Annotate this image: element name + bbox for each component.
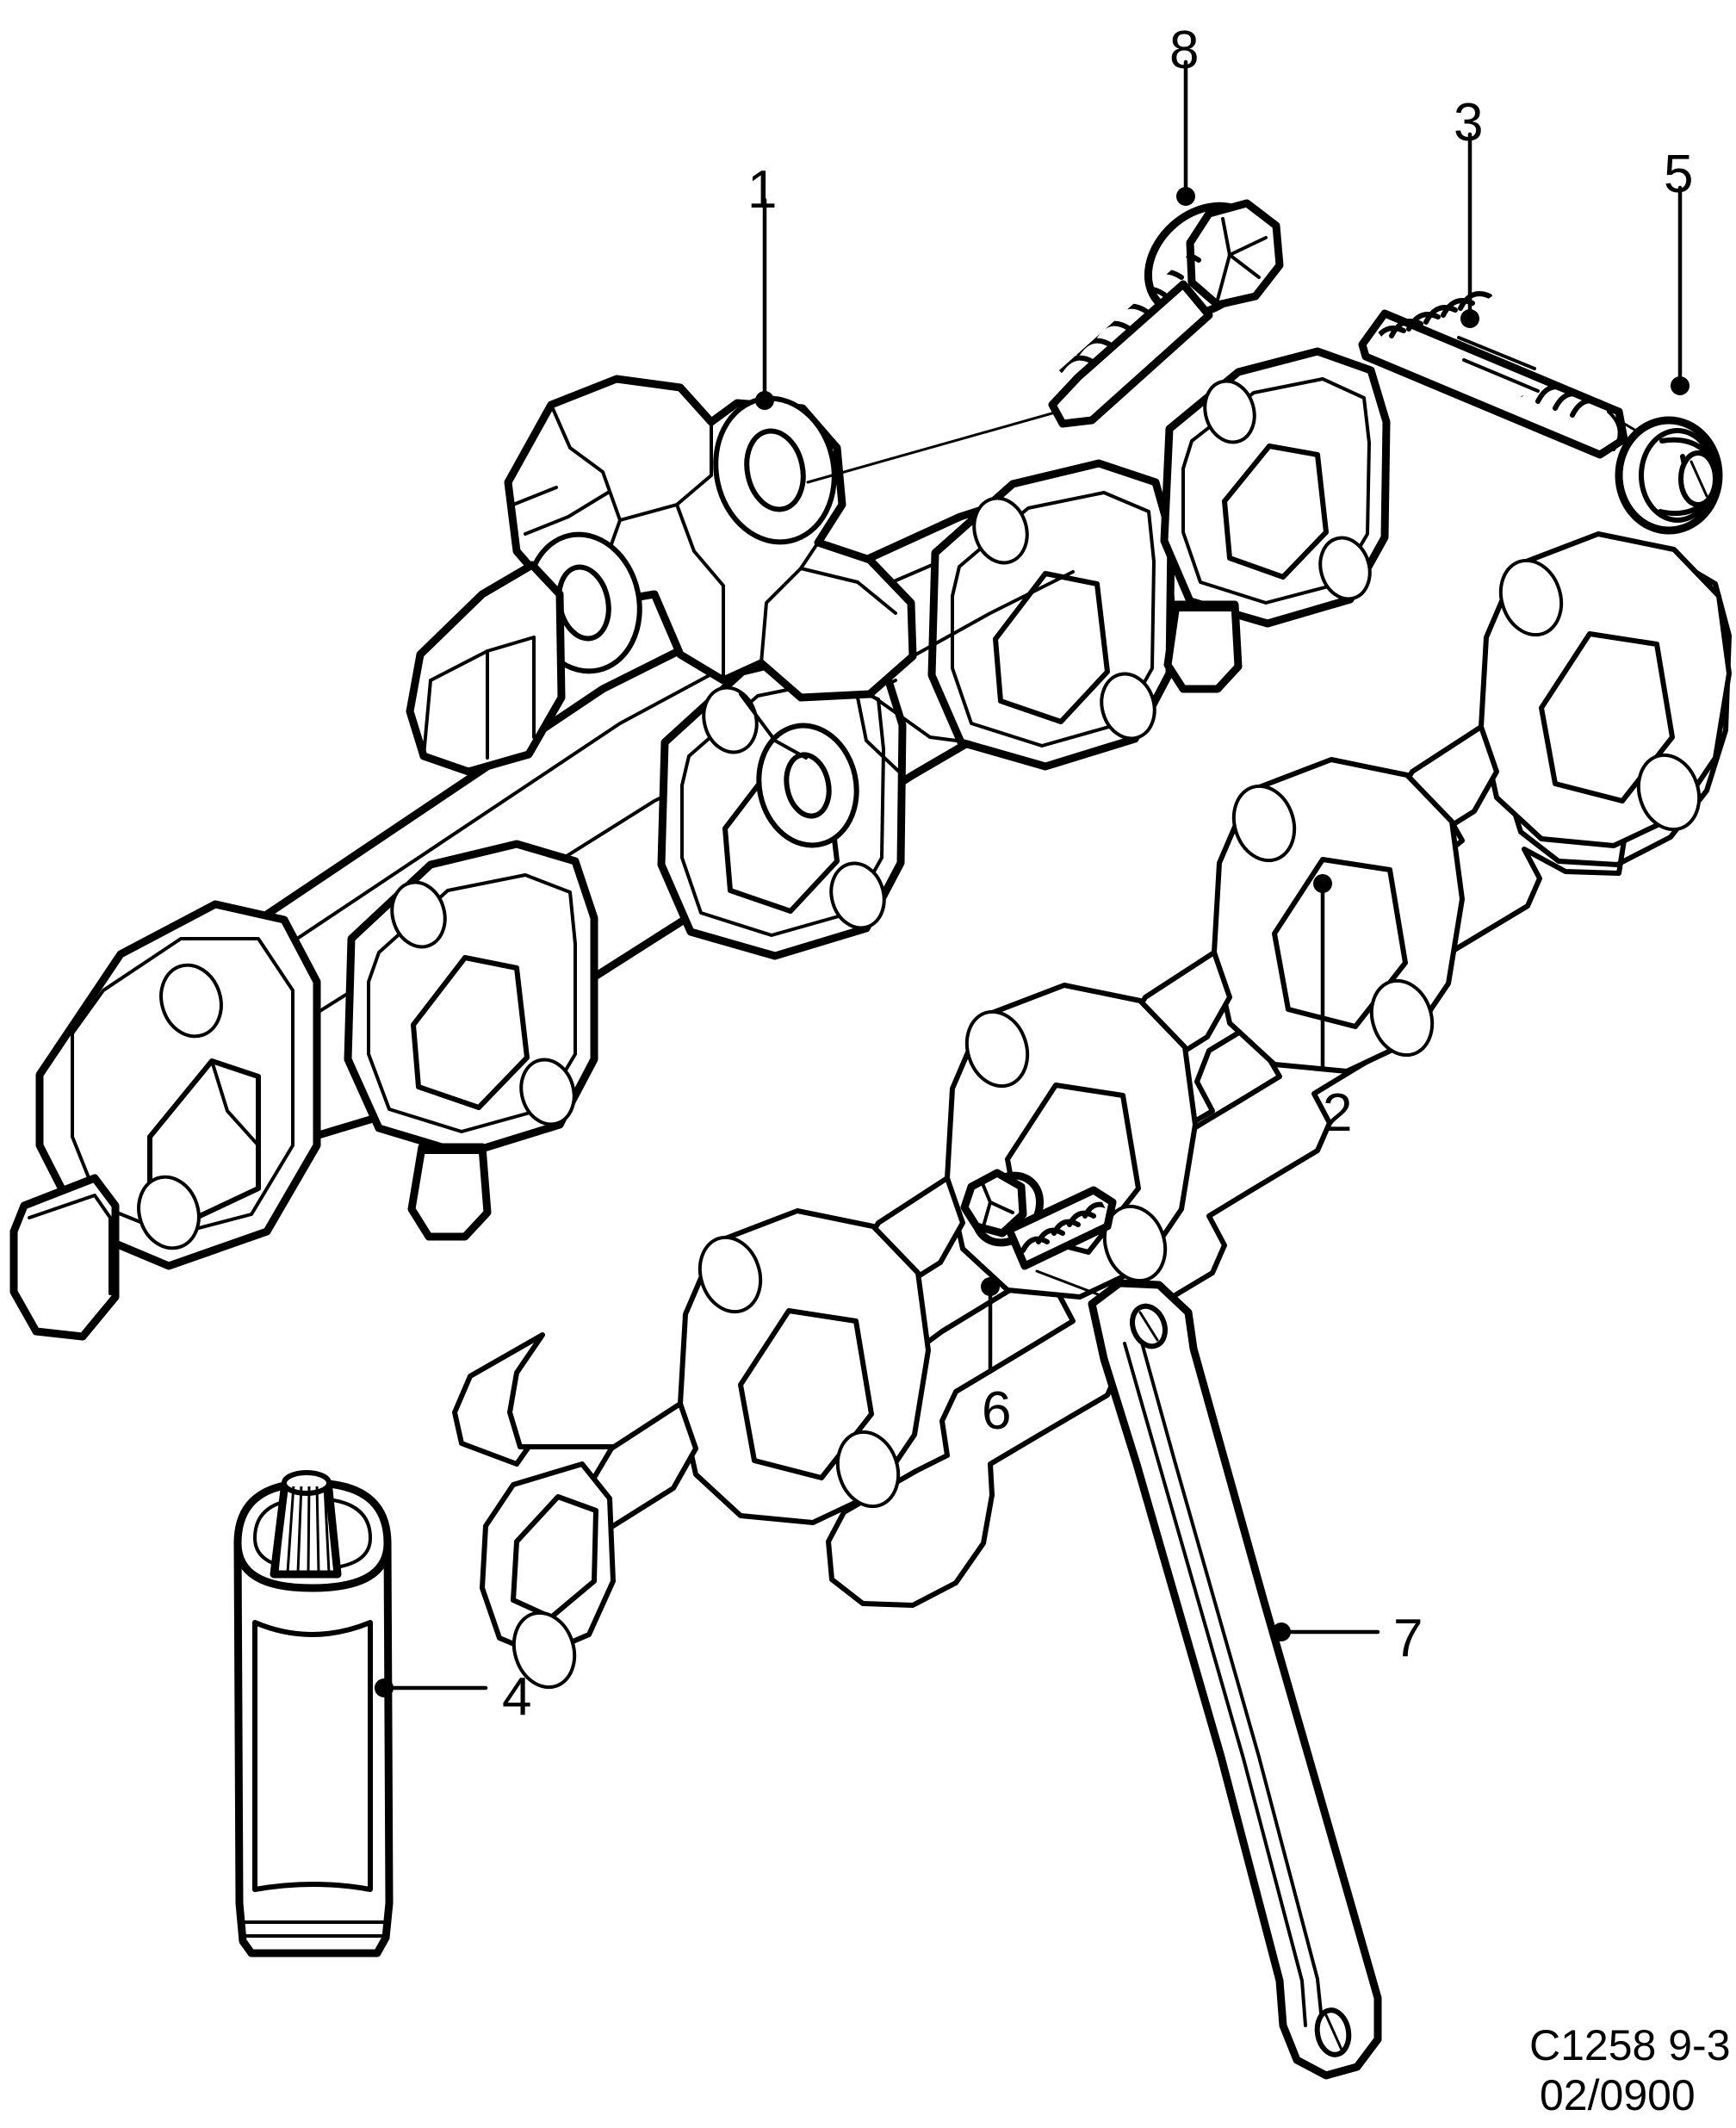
- manifold-port-flange-left: [344, 840, 598, 1241]
- part-bracket-bolt: [960, 1169, 1117, 1300]
- footer-revision-date: 02/0900: [1540, 2071, 1696, 2119]
- part-flange-nut: [1615, 416, 1723, 535]
- callout-leader-1: [755, 197, 774, 410]
- callout-leader-5: [1671, 185, 1690, 395]
- manifold-upper-boss-hole: [713, 395, 837, 545]
- footer-reference-code: C1258 9-3: [1529, 2021, 1731, 2069]
- callout-leader-6: [981, 1277, 1000, 1372]
- callout-leaders: [375, 59, 1690, 1697]
- part-flange-bolt: [806, 199, 1284, 484]
- manifold-top-boss-cluster: [406, 375, 917, 848]
- manifold-port-flange-mid-right: [927, 459, 1175, 771]
- callout-leader-3: [1460, 132, 1479, 328]
- part-manifold-gasket: [452, 531, 1732, 1690]
- part-exhaust-manifold: [9, 347, 1391, 1341]
- callout-label-5: 5: [1664, 145, 1694, 204]
- callout-leader-4: [375, 1678, 488, 1697]
- callout-leader-2: [1313, 874, 1332, 1070]
- callout-label-6: 6: [982, 1381, 1012, 1441]
- gasket-body: [480, 531, 1732, 1690]
- callout-leader-7: [1272, 1622, 1380, 1641]
- callout-label-4: 4: [502, 1667, 532, 1727]
- manifold-port-flange-right: [1160, 347, 1391, 693]
- callout-label-1: 1: [747, 160, 778, 220]
- part-sealant-tube: [233, 1470, 394, 1957]
- callout-leader-8: [1176, 59, 1195, 206]
- callout-label-8: 8: [1169, 21, 1200, 80]
- part-support-bracket: [1088, 1279, 1382, 2080]
- callout-label-2: 2: [1323, 1083, 1353, 1143]
- part-stud: [1358, 291, 1667, 459]
- callout-label-3: 3: [1454, 93, 1484, 152]
- manifold-lower-boss-hole: [756, 723, 859, 848]
- callout-label-7: 7: [1393, 1609, 1423, 1668]
